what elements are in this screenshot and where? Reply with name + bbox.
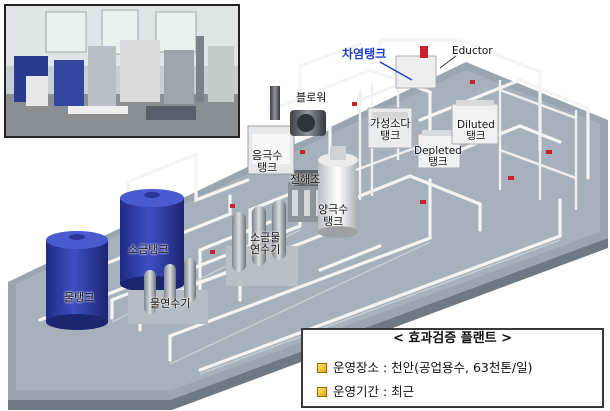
chlorine-tank-shape xyxy=(395,46,437,89)
water-tank-shape xyxy=(46,231,108,330)
info-row-period: 운영기간 : 최근 xyxy=(317,381,414,400)
plant-photo-image xyxy=(6,6,238,136)
diluted-tank-shape xyxy=(451,100,499,145)
bullet-icon xyxy=(317,387,327,397)
label-water-tank: 물탱크 xyxy=(64,291,95,304)
label-water-softener: 물연수기 xyxy=(150,297,191,310)
eductor-arrow xyxy=(439,55,457,69)
info-box-title: < 효과검증 플랜트 > xyxy=(392,331,513,346)
label-chlorine-tank: 차염탱크 xyxy=(342,47,387,61)
info-box: < 효과검증 플랜트 > 운영장소 : 천안(공업용수, 63천톤/일) 운영기… xyxy=(301,328,604,408)
label-caustic-tank: 가성소다 탱크 xyxy=(370,117,411,142)
label-catholyte-tank: 음극수 탱크 xyxy=(252,149,283,174)
label-blower: 블로워 xyxy=(296,91,327,104)
blower-shape xyxy=(270,86,326,136)
info-period-text: 운영기간 : 최근 xyxy=(333,384,415,399)
bullet-icon xyxy=(317,363,327,373)
water-softener-shape xyxy=(128,258,208,324)
label-eductor: Eductor xyxy=(452,45,493,57)
info-location-text: 운영장소 : 천안(공업용수, 63천톤/일) xyxy=(333,360,533,375)
label-brine-softener: 소금물 연수기 xyxy=(250,231,281,256)
brine-softener-shape xyxy=(226,200,298,286)
plant-photo xyxy=(4,4,240,138)
label-anolyte-tank: 양극수 탱크 xyxy=(318,203,349,228)
label-brine-tank: 소금탱크 xyxy=(128,243,169,256)
label-electrolyzer: 전해조 xyxy=(290,173,321,186)
anolyte-tank-shape xyxy=(318,146,358,238)
caustic-tank-shape xyxy=(367,107,413,149)
chlorine-arrow xyxy=(379,61,413,81)
info-row-location: 운영장소 : 천안(공업용수, 63천톤/일) xyxy=(317,357,532,376)
label-diluted-tank: Diluted 탱크 xyxy=(457,119,495,143)
right-rack xyxy=(498,80,578,210)
label-depleted-tank: Depleted 탱크 xyxy=(414,145,462,169)
catholyte-tank-shape xyxy=(247,125,295,175)
